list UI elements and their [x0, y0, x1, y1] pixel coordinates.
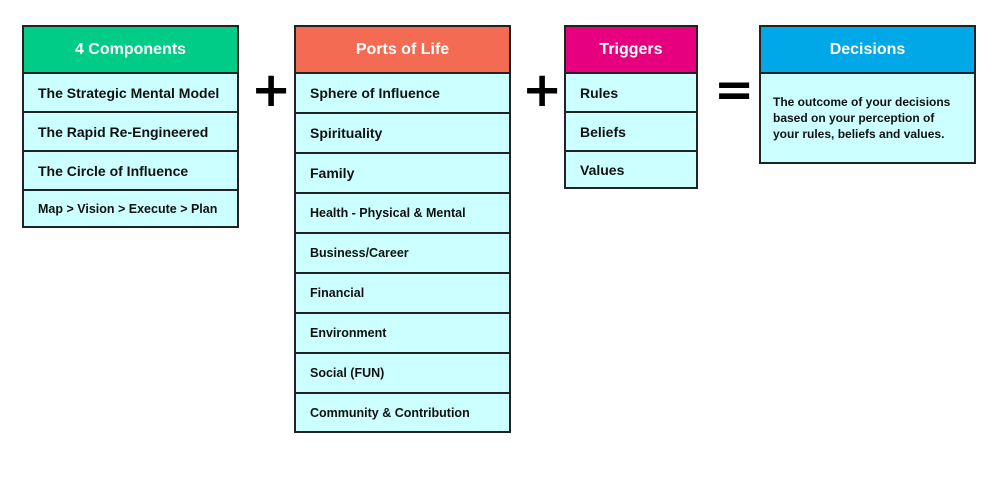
triggers-item-beliefs: Beliefs	[566, 113, 696, 152]
decisions-header: Decisions	[761, 27, 974, 74]
triggers-header: Triggers	[566, 27, 696, 74]
components-header: 4 Components	[24, 27, 237, 74]
components-item-rapid-re-engineered: The Rapid Re-Engineered	[24, 113, 237, 152]
components-item-circle-of-influence: The Circle of Influence	[24, 152, 237, 191]
ports-item-health: Health - Physical & Mental	[296, 194, 509, 234]
ports-item-business-career: Business/Career	[296, 234, 509, 274]
triggers-item-values: Values	[580, 161, 625, 178]
components-item-map-vision-execute-plan: Map > Vision > Execute > Plan	[38, 201, 218, 216]
ports-item-family: Family	[296, 154, 509, 194]
equals-operator: =	[714, 62, 755, 118]
ports-header: Ports of Life	[296, 27, 509, 74]
plus-operator-1: +	[251, 62, 292, 118]
ports-item-spirituality: Spirituality	[296, 114, 509, 154]
triggers-box: Triggers Rules Beliefs Values	[564, 25, 698, 189]
ports-item-environment: Environment	[296, 314, 509, 354]
decisions-box: Decisions The outcome of your decisions …	[759, 25, 976, 164]
decisions-description: The outcome of your decisions based on y…	[773, 95, 951, 141]
triggers-item-rules: Rules	[566, 74, 696, 113]
ports-item-sphere-of-influence: Sphere of Influence	[296, 74, 509, 114]
components-box: 4 Components The Strategic Mental Model …	[22, 25, 239, 228]
ports-item-financial: Financial	[296, 274, 509, 314]
plus-operator-2: +	[522, 62, 563, 118]
ports-box: Ports of Life Sphere of Influence Spirit…	[294, 25, 511, 433]
components-item-strategic-mental-model: The Strategic Mental Model	[24, 74, 237, 113]
ports-item-social: Social (FUN)	[296, 354, 509, 394]
ports-item-community-contribution: Community & Contribution	[310, 405, 470, 420]
